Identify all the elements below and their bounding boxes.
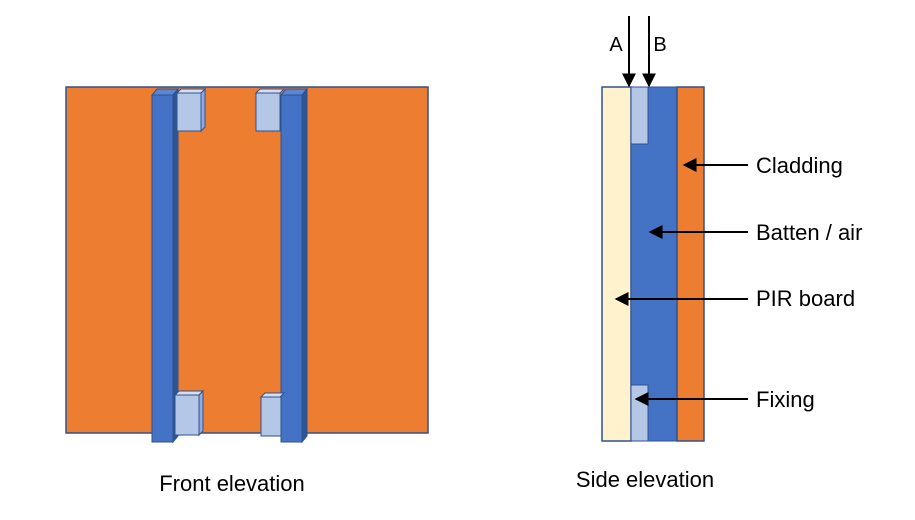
side-cladding-layer [676, 86, 705, 442]
front-batten-left [150, 87, 180, 444]
side-elevation-caption: Side elevation [576, 467, 714, 492]
cladding-label: Cladding [756, 153, 843, 178]
batten-label: Batten / air [756, 220, 862, 245]
pir-board-label: PIR board [756, 286, 855, 311]
marker-a-label: A [609, 34, 623, 56]
front-fixing-top-right [254, 88, 286, 132]
front-cladding-panel [65, 86, 429, 434]
side-batten-layer [630, 86, 678, 442]
side-pir-layer [601, 86, 632, 442]
side-elevation: A B Cladding Batten / air PIR board Fixi… [576, 16, 862, 492]
side-fixing-top [630, 86, 649, 145]
front-fixing-top-left [175, 87, 207, 133]
front-batten-right [279, 87, 309, 444]
marker-b-label: B [653, 34, 666, 56]
front-fixing-bottom-right [259, 392, 286, 437]
fixing-label: Fixing [756, 387, 815, 412]
front-fixing-bottom-left [173, 389, 205, 437]
front-elevation: Front elevation [65, 86, 429, 496]
front-elevation-caption: Front elevation [159, 471, 305, 496]
side-fixing-bottom [630, 384, 649, 442]
